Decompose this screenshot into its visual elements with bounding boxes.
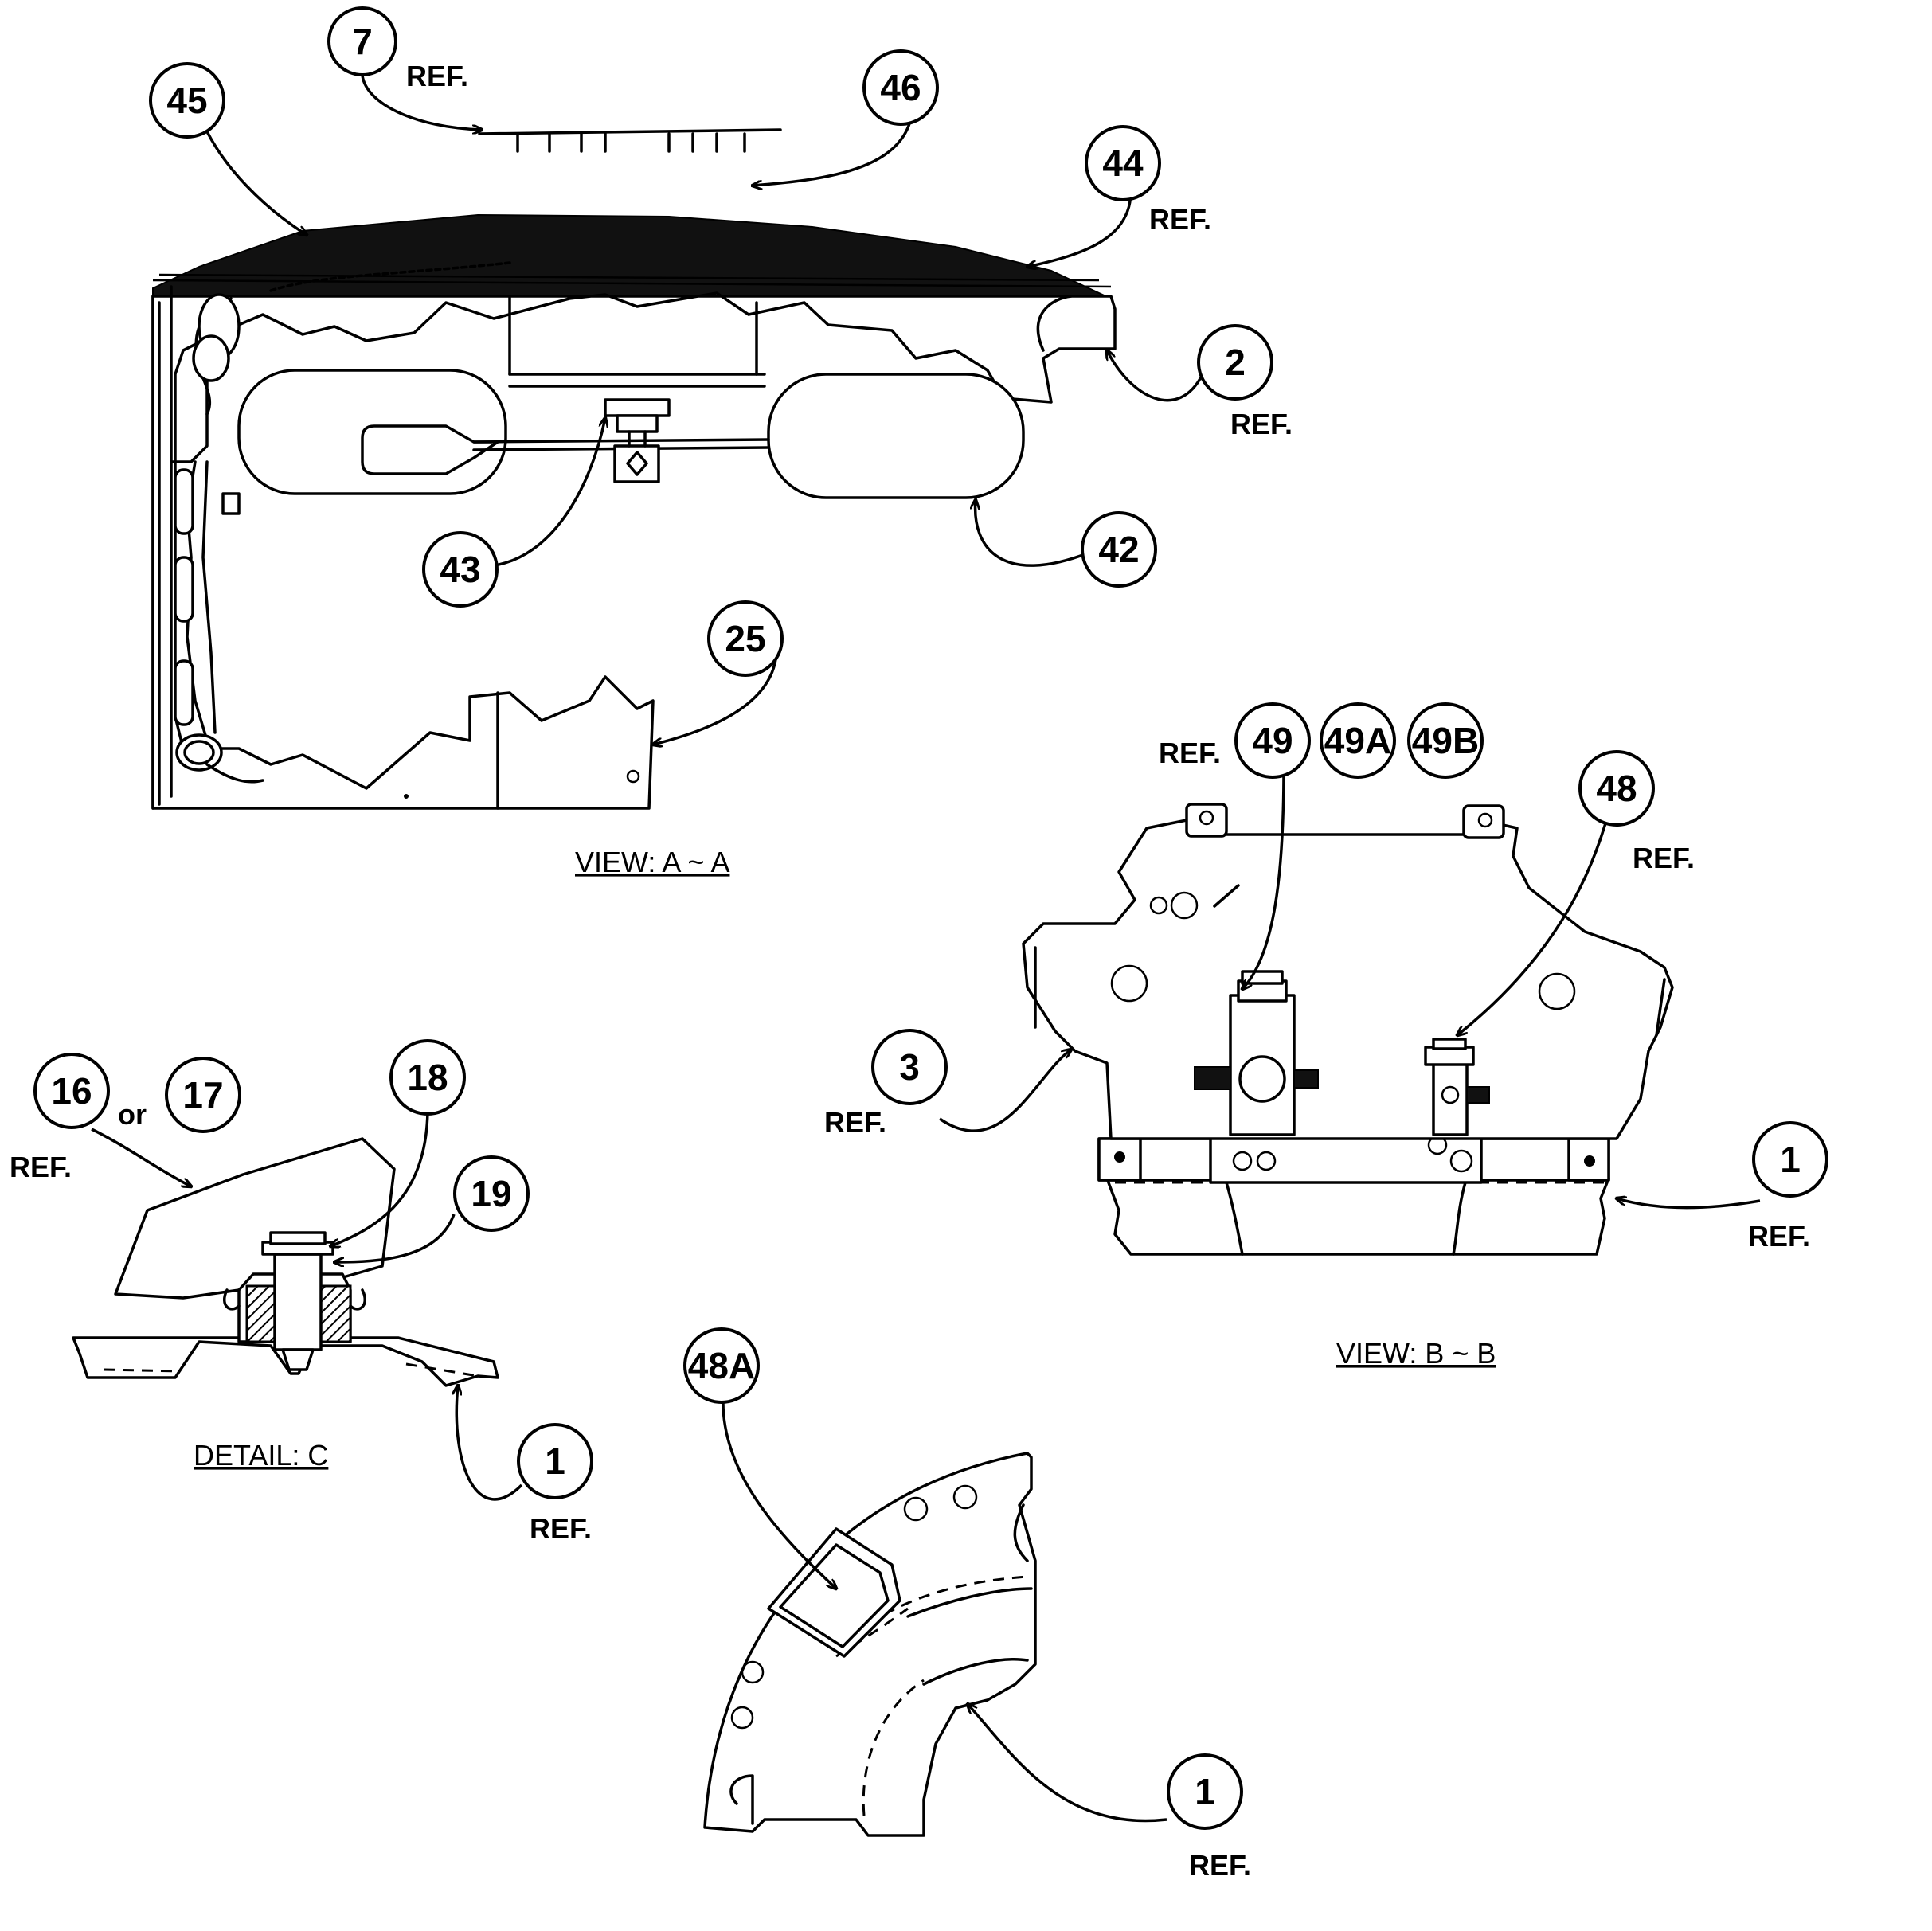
coil-fin-stack bbox=[152, 213, 1112, 300]
detail-c-leaders bbox=[91, 1111, 523, 1501]
callout-18: 18 bbox=[389, 1039, 466, 1116]
svg-text:48: 48 bbox=[1596, 768, 1637, 809]
svg-text:17: 17 bbox=[182, 1074, 223, 1116]
svg-text:46: 46 bbox=[880, 67, 921, 108]
right-side-panel bbox=[404, 295, 1073, 799]
rear-panel bbox=[1022, 819, 1674, 1140]
bracket bbox=[604, 398, 671, 483]
service-valve-small bbox=[1424, 1038, 1490, 1136]
ref-label-48: REF. bbox=[1633, 842, 1695, 874]
callout-1-bottom: 1 bbox=[1167, 1753, 1243, 1830]
view-bb-title: VIEW: B ~ B bbox=[1336, 1337, 1496, 1370]
view-bb-drawing: VIEW: B ~ B bbox=[1022, 803, 1674, 1370]
callout-7: 7 bbox=[327, 6, 397, 76]
callout-46: 46 bbox=[862, 49, 939, 126]
coil-helix bbox=[269, 261, 511, 292]
svg-text:7: 7 bbox=[352, 21, 373, 62]
base-tray bbox=[1105, 1177, 1610, 1256]
detail-c-drawing: DETAIL: C bbox=[72, 1137, 499, 1472]
svg-text:2: 2 bbox=[1225, 342, 1246, 383]
view-bb-leaders bbox=[939, 768, 1761, 1210]
svg-text:19: 19 bbox=[471, 1173, 511, 1214]
callout-48: 48 bbox=[1578, 750, 1655, 827]
callout-19: 19 bbox=[453, 1155, 530, 1232]
callout-44: 44 bbox=[1085, 125, 1161, 201]
callout-16: 16 bbox=[33, 1053, 110, 1129]
callout-49a: 49A bbox=[1320, 702, 1396, 779]
base-pan-corner bbox=[703, 1452, 1037, 1837]
ref-label-3: REF. bbox=[824, 1106, 886, 1139]
svg-text:3: 3 bbox=[899, 1046, 920, 1088]
callout-49: 49 bbox=[1234, 702, 1311, 779]
svg-text:18: 18 bbox=[407, 1057, 448, 1098]
view-aa-drawing: VIEW: A ~ A bbox=[151, 128, 1117, 878]
callout-43: 43 bbox=[422, 531, 499, 608]
svg-text:45: 45 bbox=[166, 80, 207, 121]
svg-text:1: 1 bbox=[545, 1440, 565, 1482]
svg-text:16: 16 bbox=[51, 1070, 92, 1112]
svg-text:44: 44 bbox=[1102, 143, 1144, 184]
ref-label-49: REF. bbox=[1159, 737, 1221, 769]
detail-c-title: DETAIL: C bbox=[194, 1439, 328, 1472]
compressor-foot bbox=[114, 1137, 396, 1300]
ref-label-1-view-bb: REF. bbox=[1748, 1220, 1810, 1253]
callout-48a: 48A bbox=[683, 1327, 760, 1404]
callout-17: 17 bbox=[165, 1057, 241, 1133]
callout-45: 45 bbox=[149, 62, 225, 139]
ref-label-1-detail-c: REF. bbox=[530, 1512, 592, 1545]
svg-text:1: 1 bbox=[1780, 1139, 1801, 1180]
tanks bbox=[237, 369, 1025, 499]
top-grille bbox=[478, 128, 782, 153]
svg-text:49: 49 bbox=[1252, 720, 1293, 761]
housing bbox=[151, 285, 1117, 810]
svg-text:1: 1 bbox=[1195, 1771, 1215, 1812]
bottom-base-view bbox=[703, 1452, 1037, 1837]
service-valve-large bbox=[1194, 970, 1319, 1136]
svg-text:25: 25 bbox=[725, 618, 765, 659]
ref-label-1-bottom: REF. bbox=[1189, 1849, 1251, 1882]
svg-text:49B: 49B bbox=[1412, 720, 1479, 761]
callout-49b: 49B bbox=[1407, 702, 1484, 779]
left-tubing bbox=[174, 293, 264, 784]
ref-label-44: REF. bbox=[1149, 203, 1211, 236]
svg-text:49A: 49A bbox=[1324, 720, 1391, 761]
ref-label-16: REF. bbox=[10, 1151, 72, 1183]
bottom-view-leaders bbox=[722, 1397, 1167, 1823]
ref-label-2: REF. bbox=[1230, 408, 1293, 440]
view-aa-leaders bbox=[201, 75, 1204, 745]
or-label: or bbox=[118, 1098, 147, 1131]
svg-text:48A: 48A bbox=[688, 1345, 755, 1386]
callout-1-detail-c: 1 bbox=[517, 1423, 593, 1499]
callout-1-view-bb: 1 bbox=[1752, 1121, 1828, 1198]
svg-text:43: 43 bbox=[440, 549, 480, 590]
ref-label-7: REF. bbox=[406, 60, 468, 92]
view-aa-title: VIEW: A ~ A bbox=[575, 846, 729, 878]
callout-2: 2 bbox=[1197, 324, 1273, 401]
callout-3: 3 bbox=[871, 1029, 948, 1105]
callout-25: 25 bbox=[707, 600, 784, 677]
svg-text:42: 42 bbox=[1098, 529, 1139, 570]
callout-42: 42 bbox=[1081, 511, 1157, 588]
